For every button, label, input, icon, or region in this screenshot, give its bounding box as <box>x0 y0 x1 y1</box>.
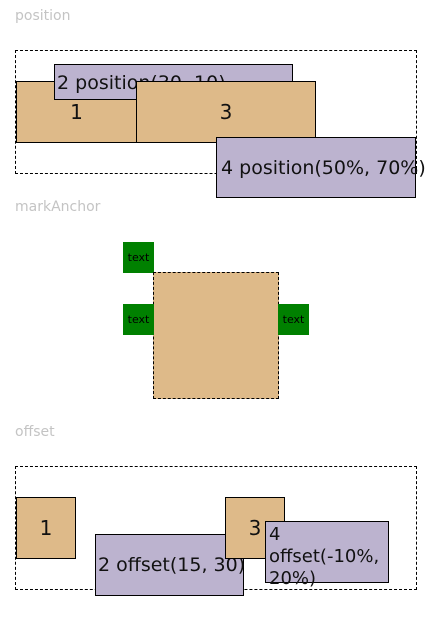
offset-box-2: 2 offset(15, 30) <box>95 534 246 596</box>
mark-top-text: text <box>127 251 150 264</box>
position-box-4-label: 4 position(50%, 70%) <box>221 156 426 179</box>
position-section-label: position <box>15 8 71 24</box>
position-box-1-label: 1 <box>70 100 83 124</box>
offset-box-3-label: 3 <box>248 516 262 540</box>
offset-box-1-label: 1 <box>39 516 53 540</box>
offset-box-4: 4 offset(-10%, 20%) <box>265 521 389 589</box>
position-box-4: 4 position(50%, 70%) <box>216 137 426 198</box>
offset-box-1: 1 <box>16 497 76 559</box>
mark-left-text: text <box>127 313 150 326</box>
offset-box-4-label: 4 offset(-10%, 20%) <box>269 524 380 589</box>
mark-left-badge: text <box>123 304 154 335</box>
offset-section-label: offset <box>15 424 55 440</box>
markanchor-section-label: markAnchor <box>15 199 101 215</box>
mark-top-badge: text <box>123 242 154 273</box>
position-box-3-label: 3 <box>219 100 233 124</box>
mark-right-badge: text <box>278 304 309 335</box>
offset-box-2-label: 2 offset(15, 30) <box>98 554 246 576</box>
markanchor-main-box <box>153 272 279 399</box>
position-box-3: 3 <box>136 81 316 143</box>
mark-right-text: text <box>282 313 305 326</box>
